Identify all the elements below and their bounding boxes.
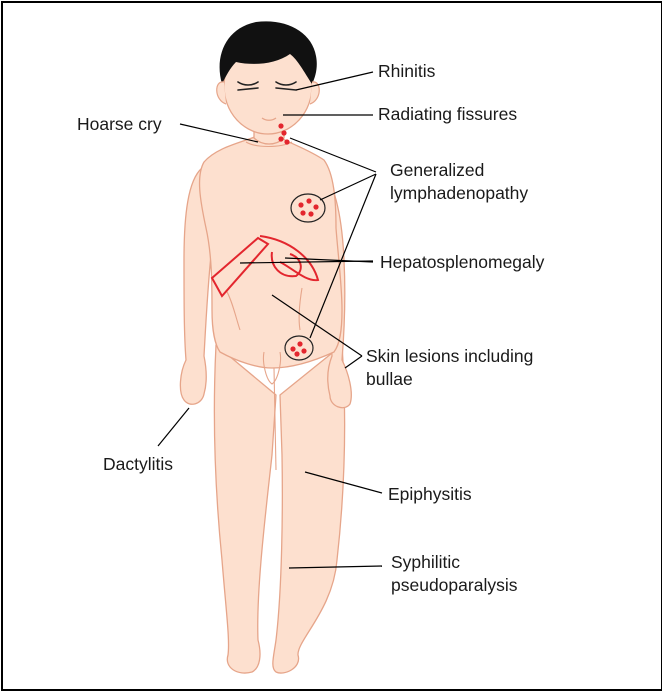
label-generalized-line-1: Generalized bbox=[390, 160, 484, 181]
torso bbox=[200, 134, 342, 368]
label-skin-lesions-line-1: Skin lesions including bbox=[366, 346, 533, 367]
label-generalized-line-2: lymphadenopathy bbox=[390, 183, 528, 204]
label-epiphysitis: Epiphysitis bbox=[388, 484, 472, 505]
label-pseudoparalysis-line-2: pseudoparalysis bbox=[391, 575, 517, 596]
label-pseudoparalysis-line-1: Syphilitic bbox=[391, 552, 460, 573]
label-rhinitis: Rhinitis bbox=[378, 61, 435, 82]
label-dactylitis: Dactylitis bbox=[103, 454, 173, 475]
label-radiating-fissures: Radiating fissures bbox=[378, 104, 517, 125]
label-skin-lesions-line-2: bullae bbox=[366, 369, 413, 390]
left-leg bbox=[214, 345, 276, 673]
label-hepatosplenomegaly: Hepatosplenomegaly bbox=[380, 252, 544, 273]
lymph-node-cluster-icon bbox=[291, 194, 325, 222]
groin-lesion-icon bbox=[285, 336, 313, 360]
label-hoarse-cry: Hoarse cry bbox=[77, 114, 162, 135]
